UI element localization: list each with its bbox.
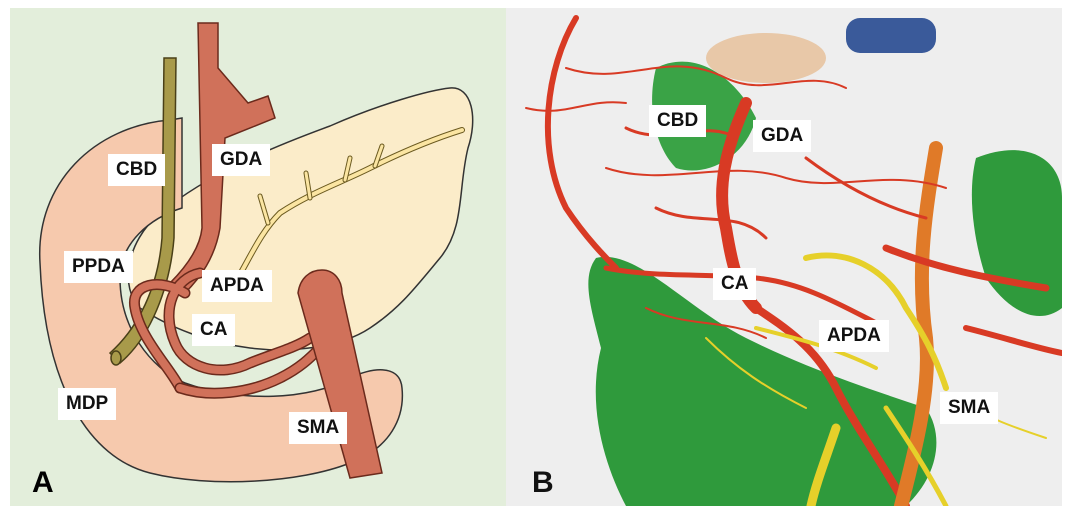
label-ca: CA	[192, 314, 235, 346]
label-apda: APDA	[819, 320, 889, 352]
label-gda: GDA	[753, 120, 811, 152]
label-sma: SMA	[940, 392, 998, 424]
label-ppda: PPDA	[64, 251, 133, 283]
panel-b-photograph: CBD GDA CA APDA SMA B	[506, 8, 1062, 506]
label-apda: APDA	[202, 270, 272, 302]
label-sma: SMA	[289, 412, 347, 444]
label-ca: CA	[713, 268, 756, 300]
vascular-cast-photo	[506, 8, 1062, 506]
panel-a-schematic: CBD GDA PPDA APDA CA MDP SMA A	[10, 8, 508, 506]
panel-letter-b: B	[532, 466, 554, 500]
label-gda: GDA	[212, 144, 270, 176]
label-cbd: CBD	[108, 154, 165, 186]
green-tissue-right	[972, 150, 1062, 316]
label-cbd: CBD	[649, 105, 706, 137]
panel-letter-a: A	[32, 466, 54, 500]
label-mdp: MDP	[58, 388, 116, 420]
